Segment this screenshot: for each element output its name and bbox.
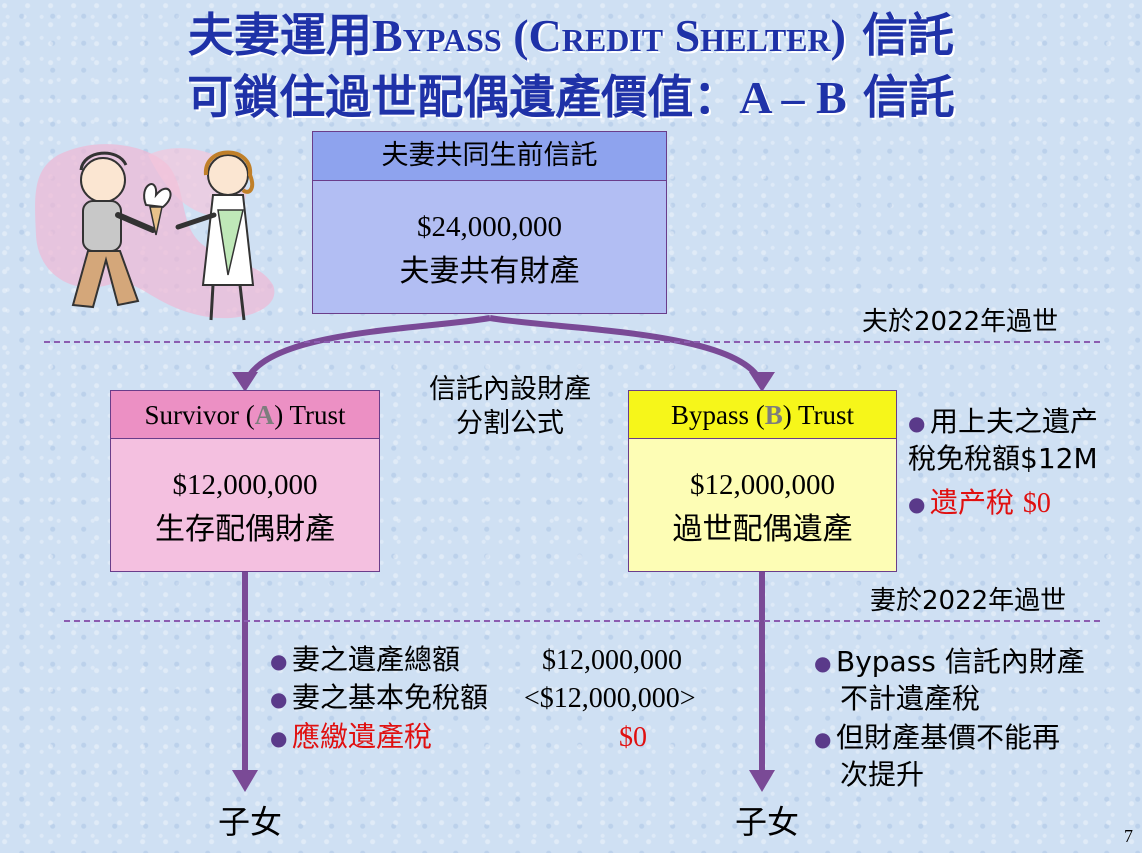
bypass-trust-label: 過世配偶遺產	[672, 512, 853, 547]
bypass-trust-box: Bypass (B) Trust $12,000,000 過世配偶遺產	[628, 390, 897, 572]
b-bullet-1: ●Bypass 信託內財產	[814, 645, 1085, 678]
b-bullet-1-cont: 不計遺產稅	[840, 682, 981, 715]
a-bullet-2: ●妻之基本免稅額<$12,000,000>	[270, 681, 696, 714]
bypass-trust-header: Bypass (B) Trust	[629, 391, 896, 439]
b-bullet-2-cont: 次提升	[840, 758, 925, 791]
split-formula-line2: 分割公式	[456, 408, 564, 439]
arrow-to-trust-b	[489, 315, 765, 387]
split-formula-line1: 信託內設財產	[429, 374, 591, 405]
arrowhead-children-a	[232, 770, 258, 792]
survivor-trust-header: Survivor (A) Trust	[111, 391, 379, 439]
bullet-icon: ●	[814, 651, 832, 675]
title-text-a: 夫妻運用	[188, 8, 373, 62]
joint-living-trust-box: 夫妻共同生前信託 $24,000,000 夫妻共有財產	[312, 131, 667, 314]
arrow-to-trust-a	[242, 315, 491, 387]
title-text-c: 可鎖住過世配偶遺產價值：	[187, 70, 740, 124]
bullet-icon: ●	[270, 726, 288, 750]
bypass-trust-amount: $12,000,000	[690, 469, 835, 501]
title-latin-ab: A – B	[739, 72, 847, 123]
bullet-icon: ●	[270, 649, 288, 673]
bullet-icon: ●	[908, 492, 926, 516]
title-text-b: 信託	[861, 8, 954, 62]
b-note-2: ●遗产稅 $0	[908, 486, 1051, 519]
children-b-label: 子女	[735, 803, 800, 841]
divider-wife-death	[64, 620, 1100, 622]
page-number: 7	[1124, 826, 1133, 846]
arrowhead-trust-a	[232, 372, 258, 392]
bullet-icon: ●	[908, 411, 926, 435]
arrowhead-trust-b	[749, 372, 775, 392]
a-bullet-1: ●妻之遺產總額$12,000,000	[270, 643, 682, 676]
b-note-1-cont: 稅免稅額$12M	[908, 442, 1098, 475]
arrowhead-children-b	[749, 770, 775, 792]
wife-death-note: 妻於2022年過世	[870, 586, 1067, 616]
bullet-icon: ●	[814, 727, 832, 751]
slide-title-line2: 可鎖住過世配偶遺產價值：A – B 信託	[0, 70, 1142, 125]
couple-illustration-icon	[35, 144, 275, 321]
a-bullet-3: ●應繳遺產稅$0	[270, 720, 647, 753]
b-note-1: ●用上夫之遺产	[908, 405, 1099, 438]
children-a-label: 子女	[218, 803, 283, 841]
b-bullet-2: ●但財產基價不能再	[814, 721, 1061, 754]
trust-letter-a: A	[254, 400, 275, 430]
divider-husband-death	[44, 341, 1100, 343]
trust-letter-b: B	[764, 400, 783, 430]
husband-death-note: 夫於2022年過世	[862, 307, 1059, 337]
survivor-trust-box: Survivor (A) Trust $12,000,000 生存配偶財產	[110, 390, 380, 572]
title-latin: Bypass (Credit Shelter)	[372, 10, 846, 61]
slide-title-line1: 夫妻運用Bypass (Credit Shelter) 信託	[0, 8, 1142, 63]
joint-trust-header: 夫妻共同生前信託	[313, 132, 666, 181]
joint-trust-label: 夫妻共有財產	[399, 254, 580, 289]
survivor-trust-label: 生存配偶財產	[155, 512, 335, 547]
survivor-trust-amount: $12,000,000	[172, 469, 318, 501]
bullet-icon: ●	[270, 687, 288, 711]
joint-trust-amount: $24,000,000	[417, 211, 562, 243]
title-text-d: 信託	[862, 70, 955, 124]
